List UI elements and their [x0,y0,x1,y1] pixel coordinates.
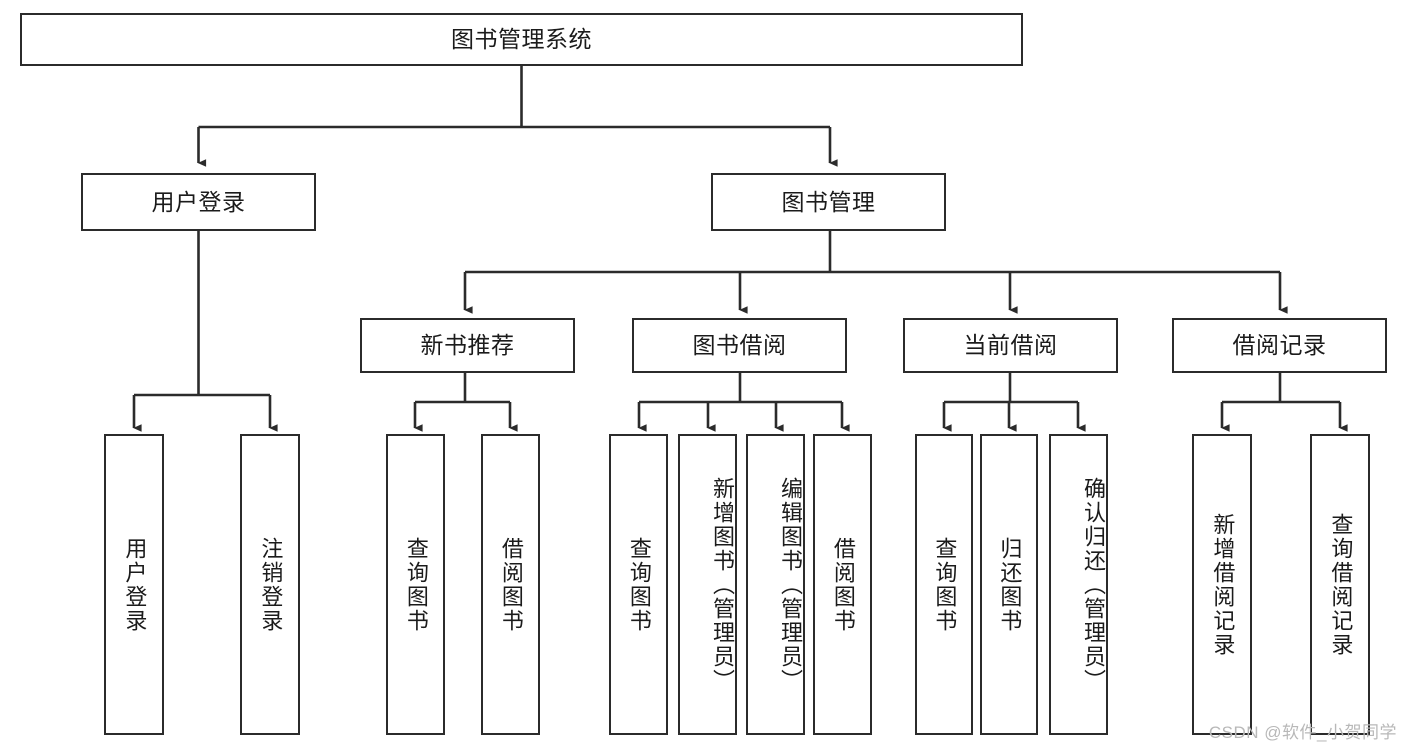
node-root-label: 图书管理系统 [451,26,592,53]
leaf-user-logout[interactable]: 注销登录 [240,434,300,735]
leaf-add-borrow-record[interactable]: 新增借阅记录 [1192,434,1252,735]
leaf-borrow-book-new-label: 借阅图书 [498,536,524,633]
leaf-edit-book-admin-label: 编辑图书（管理员） [778,476,803,693]
leaf-confirm-return-admin-label: 确认归还（管理员） [1081,476,1106,693]
leaf-add-borrow-record-label: 新增借阅记录 [1210,512,1236,657]
node-book-borrow[interactable]: 图书借阅 [632,318,847,373]
node-new-book-recommend-label: 新书推荐 [420,332,515,359]
leaf-query-borrow-record[interactable]: 查询借阅记录 [1310,434,1370,735]
node-book-management-label: 图书管理 [781,188,876,215]
leaf-query-book-borrow[interactable]: 查询图书 [609,434,668,735]
leaf-confirm-return-admin[interactable]: 确认归还（管理员） [1049,434,1108,735]
node-current-borrow-label: 当前借阅 [963,332,1058,359]
node-book-management[interactable]: 图书管理 [711,173,946,231]
node-book-borrow-label: 图书借阅 [692,332,787,359]
leaf-query-book-new-label: 查询图书 [403,536,429,633]
node-borrow-record-label: 借阅记录 [1232,332,1327,359]
node-current-borrow[interactable]: 当前借阅 [903,318,1118,373]
leaf-query-book-current-label: 查询图书 [932,536,958,633]
leaf-query-borrow-record-label: 查询借阅记录 [1328,512,1354,657]
node-user-login-label: 用户登录 [151,188,246,215]
node-user-login[interactable]: 用户登录 [81,173,316,231]
leaf-user-login-label: 用户登录 [122,536,148,633]
leaf-query-book-current[interactable]: 查询图书 [915,434,973,735]
leaf-return-book-label: 归还图书 [997,536,1023,633]
leaf-add-book-admin-label: 新增图书（管理员） [710,476,735,693]
node-new-book-recommend[interactable]: 新书推荐 [360,318,575,373]
leaf-query-book-borrow-label: 查询图书 [626,536,652,633]
csdn-watermark: CSDN @软件_小贺同学 [1208,723,1397,742]
leaf-edit-book-admin[interactable]: 编辑图书（管理员） [746,434,805,735]
node-borrow-record[interactable]: 借阅记录 [1172,318,1387,373]
leaf-borrow-book-label: 借阅图书 [830,536,856,633]
leaf-return-book[interactable]: 归还图书 [980,434,1038,735]
leaf-borrow-book-new[interactable]: 借阅图书 [481,434,540,735]
leaf-user-login[interactable]: 用户登录 [104,434,164,735]
leaf-user-logout-label: 注销登录 [258,536,284,633]
node-root[interactable]: 图书管理系统 [20,13,1023,66]
leaf-add-book-admin[interactable]: 新增图书（管理员） [678,434,737,735]
leaf-query-book-new[interactable]: 查询图书 [386,434,445,735]
leaf-borrow-book[interactable]: 借阅图书 [813,434,872,735]
